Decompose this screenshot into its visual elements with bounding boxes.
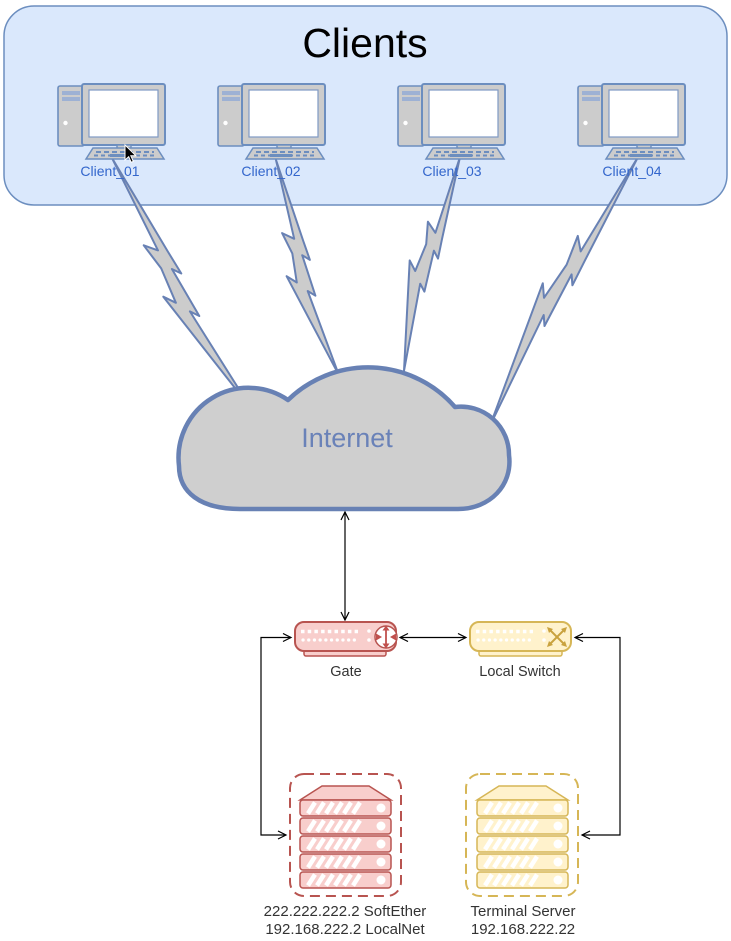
four-way-arrows-icon [374, 625, 398, 649]
terminal-label-line1: Terminal Server [470, 903, 575, 920]
client-node-04[interactable]: Client_04 [577, 83, 686, 179]
connector-gate-softether[interactable] [260, 638, 291, 836]
local-switch-node[interactable]: Local Switch [469, 621, 572, 680]
client-node-03[interactable]: Client_03 [397, 83, 506, 179]
softether-label-line2: 192.168.222.2 LocalNet [265, 921, 425, 938]
gate-label: Gate [330, 664, 361, 680]
client-node-01[interactable]: Client_01 [57, 83, 166, 179]
client-label: Client_02 [241, 163, 300, 179]
softether-server-node[interactable]: 222.222.222.2 SoftEther 192.168.222.2 Lo… [264, 773, 427, 938]
internet-label: Internet [301, 423, 393, 453]
softether-label-line1: 222.222.222.2 SoftEther [264, 903, 427, 920]
cloud-icon[interactable] [176, 365, 512, 512]
client-label: Client_01 [80, 163, 139, 179]
clients-group[interactable]: Clients [3, 5, 728, 206]
client-label: Client_04 [602, 163, 661, 179]
softether-dashed-box[interactable] [289, 773, 402, 897]
crossed-arrows-icon [547, 627, 567, 647]
local-switch-label: Local Switch [479, 664, 560, 680]
client-node-02[interactable]: Client_02 [217, 83, 326, 179]
server-stack-icon [300, 786, 391, 888]
switch-body[interactable] [469, 621, 572, 652]
mouse-cursor-icon [124, 143, 138, 163]
terminal-label-line2: 192.168.222.22 [471, 921, 575, 938]
server-stack-icon [477, 786, 568, 888]
terminal-dashed-box[interactable] [465, 773, 579, 897]
clients-group-box[interactable] [3, 5, 728, 206]
internet-cloud-node[interactable]: Internet [176, 365, 512, 512]
connector-switch-terminal[interactable] [575, 638, 621, 836]
gate-node[interactable]: Gate [294, 621, 398, 680]
clients-group-title: Clients [302, 20, 427, 66]
terminal-server-node[interactable]: Terminal Server 192.168.222.22 [465, 773, 579, 938]
client-label: Client_03 [422, 163, 481, 179]
